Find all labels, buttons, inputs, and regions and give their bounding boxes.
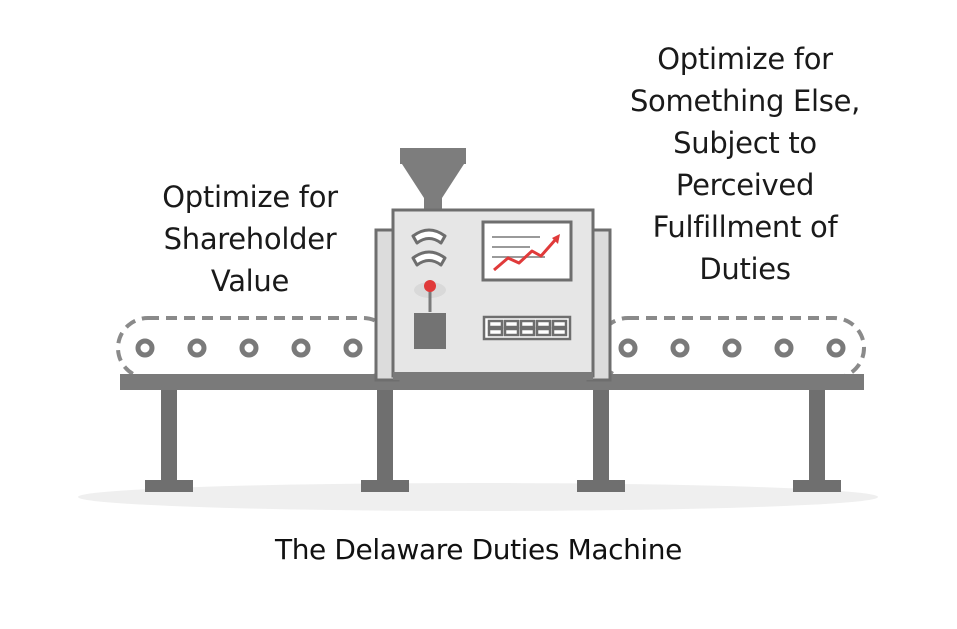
conveyor-roller-icon <box>618 338 638 358</box>
conveyor-roller-icon <box>670 338 690 358</box>
diagram-caption: The Delaware Duties Machine <box>275 533 682 566</box>
left-label-line: Optimize for <box>162 180 338 214</box>
right-label-line: Fulfillment of <box>652 210 838 244</box>
left-input-label: Optimize for Shareholder Value <box>120 176 380 302</box>
right-label-line: Perceived <box>675 168 815 202</box>
hopper-icon <box>400 148 466 212</box>
right-label-line: Subject to <box>673 126 817 160</box>
floor-shadow <box>78 483 878 511</box>
conveyor-roller-icon <box>343 338 363 358</box>
right-label-line: Duties <box>699 252 791 286</box>
conveyor-roller-icon <box>239 338 259 358</box>
conveyor-roller-icon <box>135 338 155 358</box>
left-label-line: Value <box>210 264 290 298</box>
machine-base <box>393 372 593 380</box>
control-box <box>414 313 446 349</box>
right-rollers <box>618 338 846 358</box>
conveyor-roller-icon <box>722 338 742 358</box>
red-lever-icon <box>414 280 446 312</box>
conveyor-legs <box>145 390 841 492</box>
right-label-line: Something Else, <box>629 84 861 118</box>
right-output-label: Optimize for Something Else, Subject to … <box>575 38 915 290</box>
left-rollers <box>135 338 363 358</box>
rising-chart-icon <box>481 220 573 282</box>
conveyor-roller-icon <box>826 338 846 358</box>
left-label-line: Shareholder <box>163 222 337 256</box>
right-label-line: Optimize for <box>657 42 833 76</box>
conveyor-roller-icon <box>187 338 207 358</box>
gauge-icon <box>411 228 447 267</box>
conveyor-rail <box>120 374 864 390</box>
conveyor-roller-icon <box>774 338 794 358</box>
keypad-icon <box>482 315 572 341</box>
conveyor-roller-icon <box>291 338 311 358</box>
